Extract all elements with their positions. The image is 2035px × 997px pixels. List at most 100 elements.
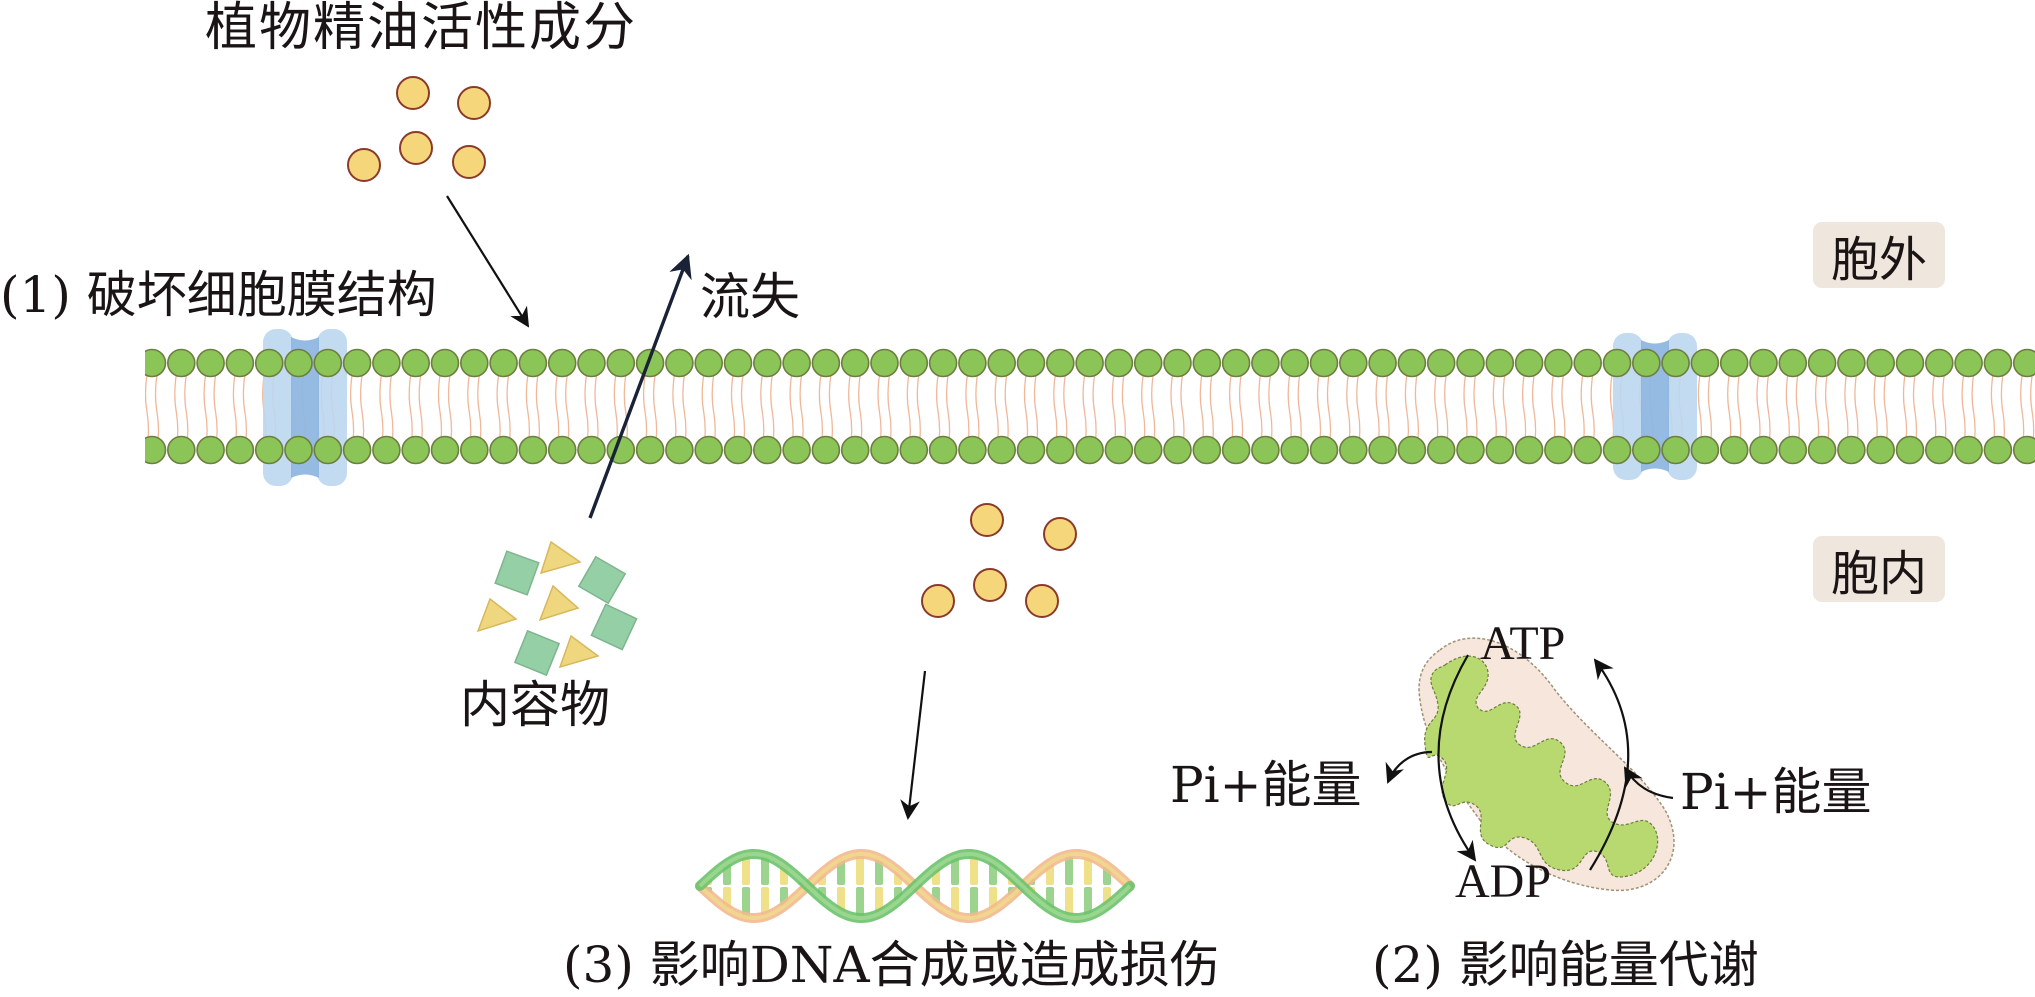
lipid-head [1133, 435, 1163, 465]
essential-oil-particles-intracellular [921, 503, 1077, 618]
lipid-head [284, 435, 313, 465]
mitochondrion-icon [1418, 637, 1675, 892]
lipid-head [1163, 435, 1192, 465]
dna-base [856, 854, 864, 885]
atp-to-adp-arrow [1437, 654, 1477, 862]
lipid-head [577, 435, 606, 465]
dna-base [951, 856, 959, 885]
lipid-head [1719, 435, 1749, 465]
lipid-head [489, 435, 518, 465]
lipid-head [518, 435, 548, 465]
adp-to-atp-arrow [1589, 658, 1630, 871]
lipid-head [1221, 348, 1251, 378]
dna-base [970, 854, 978, 885]
lipid-head [723, 435, 753, 465]
lipid-head [1661, 348, 1690, 378]
dna-base [970, 887, 978, 918]
lipid-head [430, 435, 460, 465]
lipid-head [196, 435, 225, 465]
particle [452, 145, 486, 179]
lipid-head [518, 348, 548, 378]
lipid-head [665, 348, 694, 378]
cell-contents-icon [476, 540, 638, 677]
lipid-head [1632, 348, 1661, 378]
lipid-head [1837, 348, 1866, 378]
particle [1043, 517, 1077, 551]
dna-base [875, 858, 883, 885]
lipid-head [1046, 435, 1075, 465]
pi-energy-release-arrow [1385, 750, 1433, 784]
intracellular-badge: 胞内 [1813, 536, 1945, 602]
mechanism-3-label: (3) 影响DNA合成或造成损伤 [563, 936, 1220, 994]
particle [1025, 584, 1059, 618]
lipid-head [167, 435, 196, 465]
lipid-head [430, 348, 460, 378]
dna-base [742, 887, 750, 918]
extracellular-badge: 胞外 [1813, 222, 1945, 288]
lipid-head [1895, 348, 1925, 378]
lipid-head [1397, 348, 1427, 378]
lipid-head [1280, 435, 1309, 465]
lipid-head [342, 435, 372, 465]
lipid-head [225, 348, 255, 378]
lipid-head [1485, 435, 1515, 465]
lipid-head [1192, 435, 1222, 465]
lipid-head [1339, 348, 1368, 378]
lipid-head [1368, 348, 1397, 378]
lipid-head [870, 435, 899, 465]
lipid-head [899, 435, 929, 465]
lipid-head [1895, 435, 1925, 465]
entry-arrow [446, 195, 530, 328]
lipid-head [145, 348, 167, 378]
lipid-head [928, 348, 958, 378]
lipid-head [723, 348, 753, 378]
lipid-head [1075, 435, 1104, 465]
dna-base [761, 855, 769, 885]
adp-label: ADP [1455, 855, 1552, 908]
lipid-head [1954, 348, 1983, 378]
contents-label: 内容物 [460, 676, 610, 734]
particle [396, 76, 430, 110]
lipid-head [1016, 348, 1046, 378]
lipid-head [928, 435, 958, 465]
lipid-head [1426, 348, 1456, 378]
lipid-head [1925, 348, 1954, 378]
lipid-head [987, 348, 1017, 378]
lipid-heads [145, 348, 2035, 465]
dna-double-helix-icon [695, 849, 1135, 923]
dna-base [1084, 855, 1092, 885]
lipid-head [1104, 435, 1134, 465]
lipid-head [1954, 435, 1983, 465]
lipid-head [694, 348, 724, 378]
essential-oil-particles-top [347, 76, 491, 182]
lipid-head [870, 348, 899, 378]
lipid-head [752, 435, 782, 465]
lipid-head [665, 435, 694, 465]
lipid-head [372, 435, 401, 465]
lipid-head [1807, 348, 1837, 378]
lipid-head [1866, 435, 1895, 465]
lipid-head [1807, 435, 1837, 465]
lipid-head [459, 348, 489, 378]
lipid-head [1426, 435, 1456, 465]
lipid-head [313, 435, 343, 465]
lipid-head [1544, 435, 1573, 465]
lipid-head [1309, 435, 1339, 465]
dna-strand-highlight [698, 852, 1132, 920]
particle [970, 503, 1004, 537]
lipid-head [167, 348, 196, 378]
lipid-head [1456, 348, 1485, 378]
lipid-head [1485, 348, 1515, 378]
lipid-head [1573, 348, 1602, 378]
lipid-head [987, 435, 1017, 465]
lipid-head [145, 435, 167, 465]
lipid-head [840, 348, 870, 378]
atp-label: ATP [1480, 617, 1566, 670]
lipid-head [811, 348, 841, 378]
lipid-head [1749, 435, 1778, 465]
particle [973, 568, 1007, 602]
lipid-head [1075, 348, 1104, 378]
lipid-head [1719, 348, 1749, 378]
lipid-head [459, 435, 489, 465]
